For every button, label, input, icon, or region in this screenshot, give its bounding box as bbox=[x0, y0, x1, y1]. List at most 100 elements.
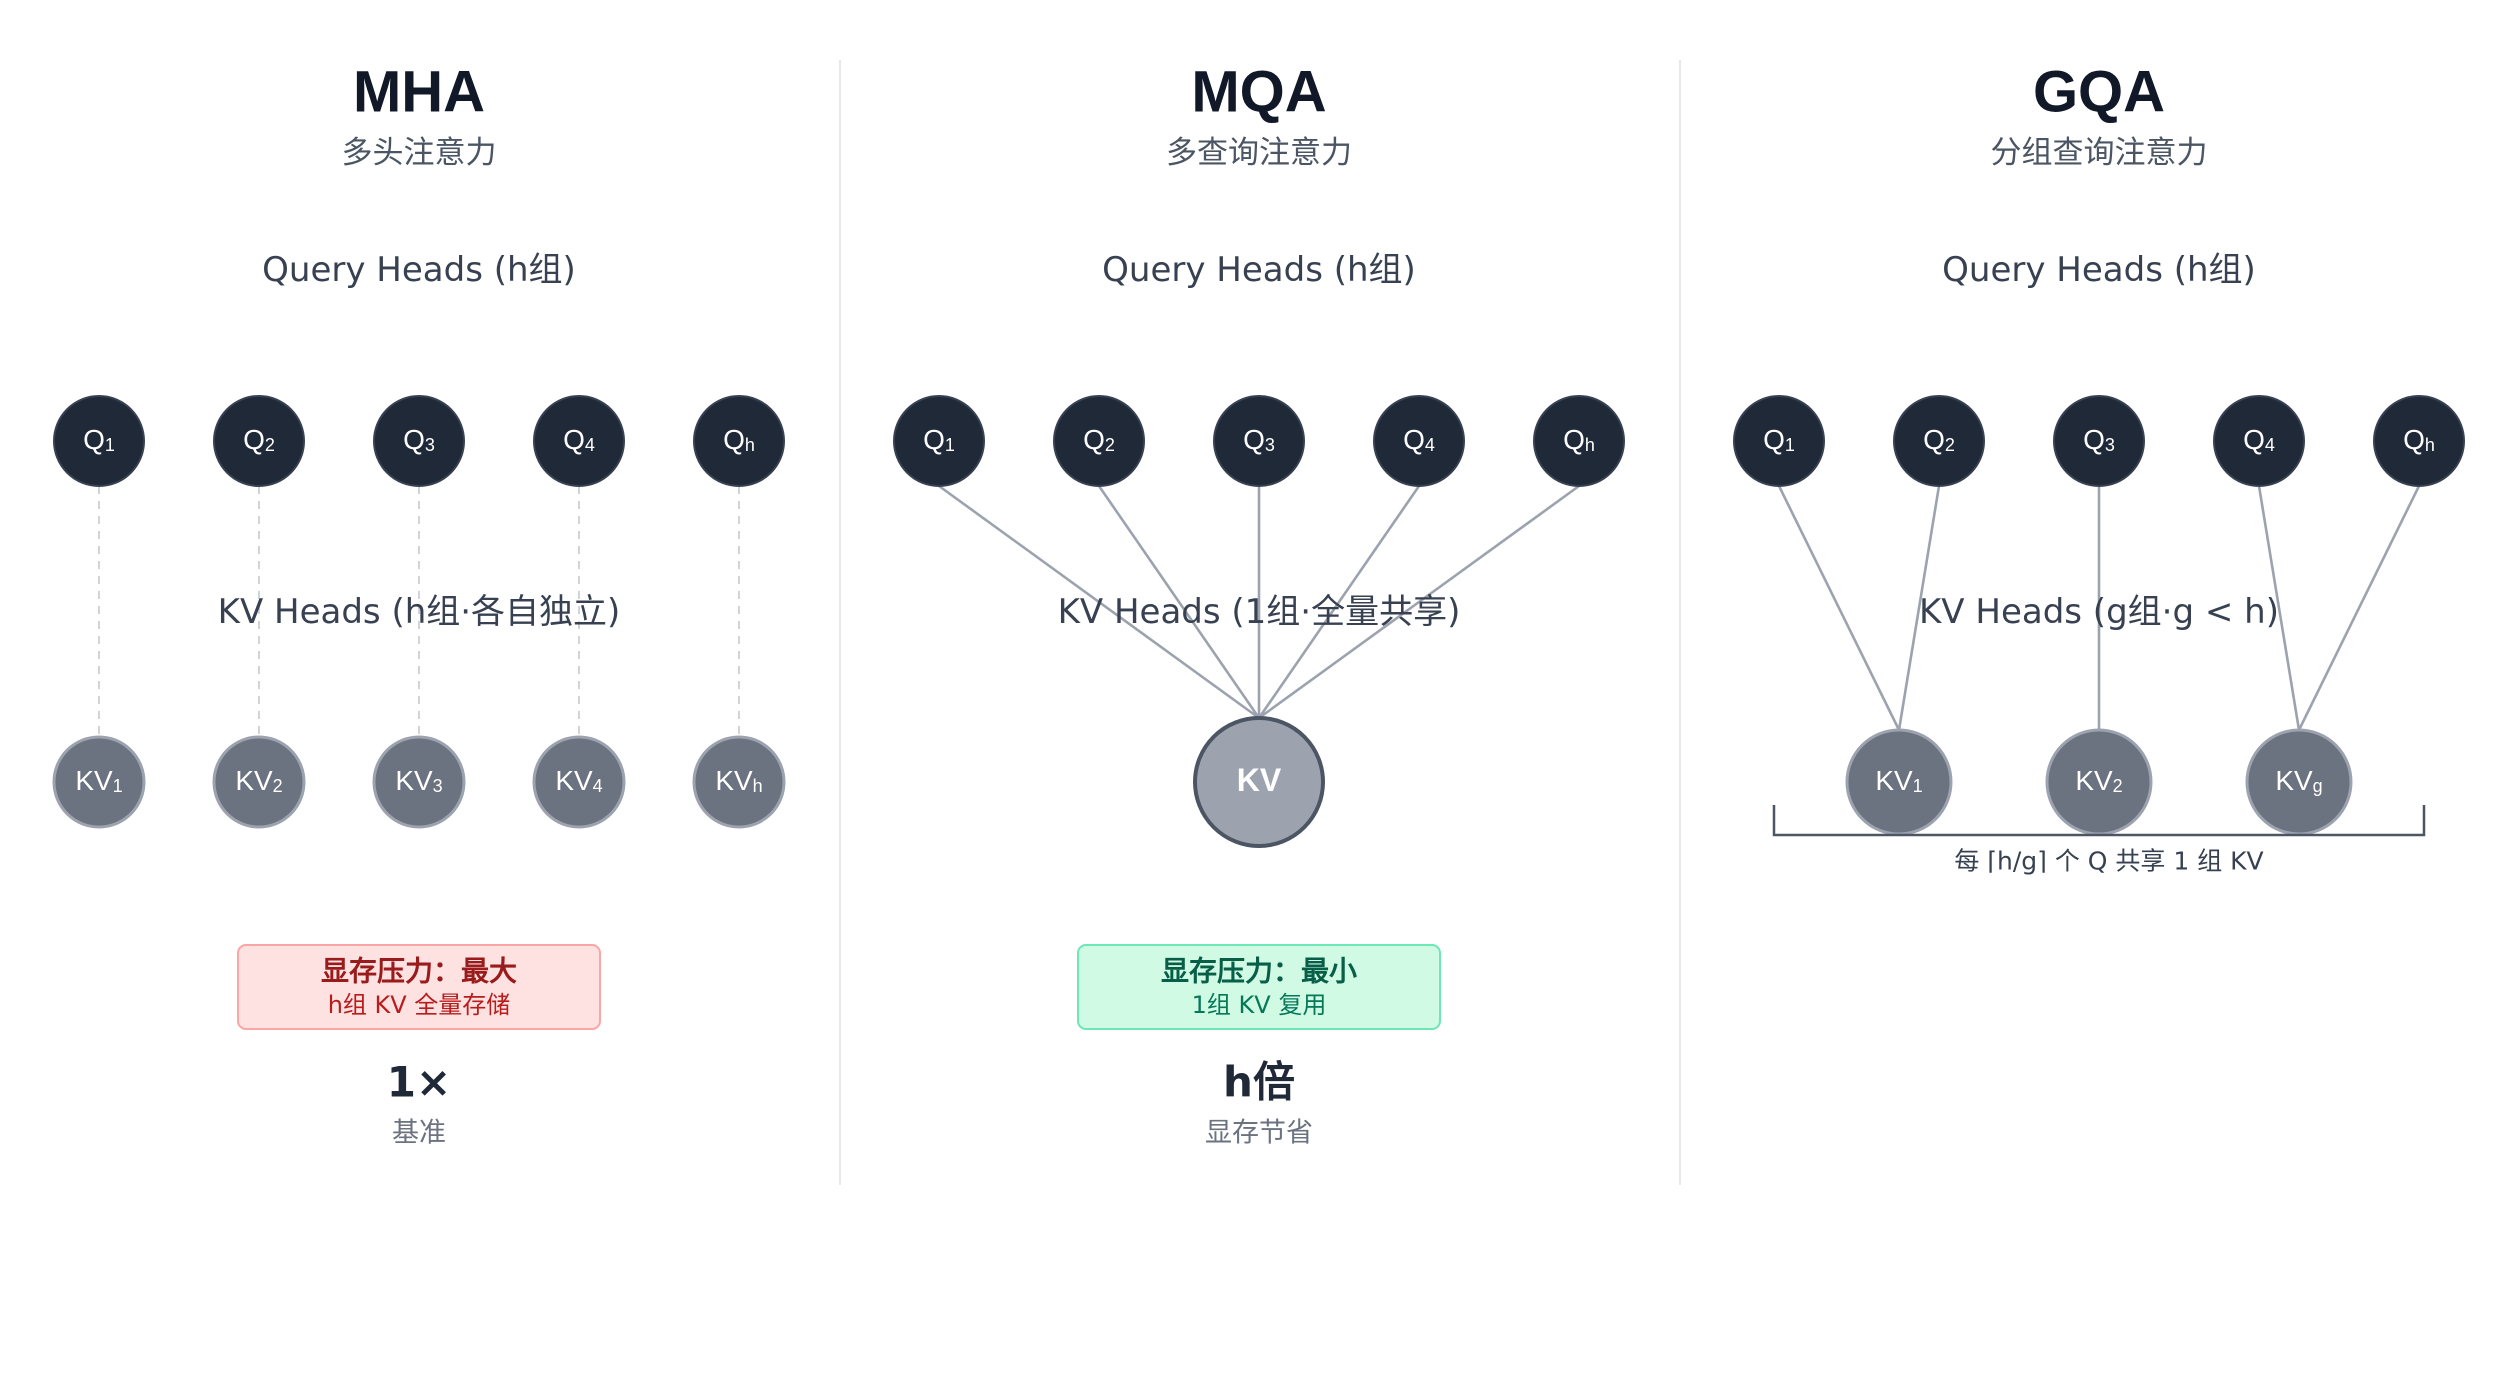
kv-node: KV4 bbox=[532, 735, 626, 829]
query-node: Q1 bbox=[1733, 395, 1825, 487]
kv-node-label: KV2 bbox=[235, 765, 282, 797]
query-node-label-subscript: 2 bbox=[1945, 435, 1955, 455]
kv-node-circle bbox=[1193, 716, 1325, 848]
query-node-label: Q3 bbox=[1243, 424, 1275, 456]
query-node-label-base: Q bbox=[723, 424, 745, 455]
kv-node-label-base: KV bbox=[555, 765, 593, 796]
edges bbox=[938, 484, 1580, 720]
query-node: Qh bbox=[1533, 395, 1625, 487]
query-node-label: Q4 bbox=[2243, 424, 2275, 456]
group-bracket bbox=[1772, 805, 2426, 837]
query-node-label-subscript: h bbox=[1585, 435, 1595, 455]
kv-node-label: KVh bbox=[715, 765, 762, 797]
kv-node-label-subscript: h bbox=[753, 776, 763, 796]
kv-node-label-base: KV bbox=[715, 765, 753, 796]
query-node-label-base: Q bbox=[1083, 424, 1105, 455]
query-node-circle bbox=[693, 395, 785, 487]
query-node: Q4 bbox=[2213, 395, 2305, 487]
kv-node-label: KVg bbox=[2275, 765, 2322, 797]
kv-heads-label: KV Heads (1组·全量共享) bbox=[1058, 592, 1461, 632]
query-node: Q3 bbox=[1213, 395, 1305, 487]
query-node-label: Q1 bbox=[923, 424, 955, 456]
query-node-label-subscript: 3 bbox=[2105, 435, 2115, 455]
query-node-circle bbox=[53, 395, 145, 487]
query-node-label-subscript: 3 bbox=[1265, 435, 1275, 455]
kv-node-label-subscript: g bbox=[2313, 776, 2323, 796]
kv-node-label-base: KV bbox=[1875, 765, 1913, 796]
query-node-label: Q4 bbox=[1403, 424, 1435, 456]
panel-title: GQA bbox=[2033, 60, 2165, 125]
kv-node: KV2 bbox=[2045, 728, 2153, 836]
query-heads-label: Query Heads (h组) bbox=[1102, 250, 1416, 290]
query-node-circle bbox=[1213, 395, 1305, 487]
query-node: Q1 bbox=[893, 395, 985, 487]
kv-node: KVg bbox=[2245, 728, 2353, 836]
query-node-label: Q2 bbox=[243, 424, 275, 456]
query-node-circle bbox=[2373, 395, 2465, 487]
query-node-circle bbox=[1533, 395, 1625, 487]
edge-q4-kv1 bbox=[1257, 485, 1421, 719]
query-node-circle bbox=[2213, 395, 2305, 487]
query-node-circle bbox=[213, 395, 305, 487]
badge-title: 显存压力：最大 bbox=[321, 955, 517, 988]
query-heads-label: Query Heads (h组) bbox=[1942, 250, 2256, 290]
query-node-label-subscript: 4 bbox=[1425, 435, 1435, 455]
kv-node-label: KV1 bbox=[75, 765, 122, 797]
kv-node-label-base: KV bbox=[235, 765, 273, 796]
query-node-label-subscript: 1 bbox=[1785, 435, 1795, 455]
query-node-label-base: Q bbox=[923, 424, 945, 455]
edge-q2-kv1 bbox=[1897, 485, 1941, 731]
query-node-label: Q1 bbox=[1763, 424, 1795, 456]
query-node: Qh bbox=[2373, 395, 2465, 487]
kv-node-label-base: KV bbox=[2275, 765, 2313, 796]
panel-subtitle: 多查询注意力 bbox=[1166, 135, 1352, 171]
panel-mqa: MQA 多查询注意力 Query Heads (h组) KV Heads (1组·全量… bbox=[893, 60, 1625, 1149]
kv-node-label: KV1 bbox=[1875, 765, 1922, 797]
panel-subtitle: 分组查询注意力 bbox=[1991, 135, 2208, 171]
query-node: Q4 bbox=[1373, 395, 1465, 487]
panel-subtitle: 多头注意力 bbox=[342, 135, 497, 171]
query-node-label-subscript: 4 bbox=[585, 435, 595, 455]
query-node-label-subscript: h bbox=[2425, 435, 2435, 455]
kv-node: KV1 bbox=[1845, 728, 1953, 836]
badge-subtitle: 1组 KV 复用 bbox=[1192, 991, 1327, 1019]
query-node-circle bbox=[1053, 395, 1145, 487]
query-node-circle bbox=[533, 395, 625, 487]
memory-ratio-caption: 显存节省 bbox=[1205, 1118, 1313, 1149]
query-node-circle bbox=[2053, 395, 2145, 487]
kv-node-label-base: KV bbox=[1237, 762, 1282, 798]
kv-node-label-subscript: 2 bbox=[273, 776, 283, 796]
edge-q2-kv1 bbox=[1097, 485, 1261, 719]
query-node-label-subscript: 2 bbox=[1105, 435, 1115, 455]
query-node-label-base: Q bbox=[1243, 424, 1265, 455]
kv-node-label-base: KV bbox=[395, 765, 433, 796]
query-node-circle bbox=[1373, 395, 1465, 487]
kv-heads-label: KV Heads (g组·g < h) bbox=[1919, 592, 2279, 632]
query-node-label-subscript: h bbox=[745, 435, 755, 455]
query-node: Q3 bbox=[373, 395, 465, 487]
query-node-label-base: Q bbox=[243, 424, 265, 455]
memory-ratio: h倍 bbox=[1223, 1058, 1295, 1107]
kv-node-label: KV3 bbox=[395, 765, 442, 797]
kv-heads-label: KV Heads (h组·各自独立) bbox=[218, 592, 621, 632]
kv-node: KV3 bbox=[372, 735, 466, 829]
query-node: Q3 bbox=[2053, 395, 2145, 487]
edges bbox=[98, 486, 740, 737]
kv-node: KV1 bbox=[52, 735, 146, 829]
kv-node-label-subscript: 4 bbox=[593, 776, 603, 796]
kv-node: KVh bbox=[692, 735, 786, 829]
edge-q1-kv1 bbox=[1777, 485, 1901, 731]
panel-title: MQA bbox=[1191, 60, 1326, 125]
query-node-label-subscript: 2 bbox=[265, 435, 275, 455]
kv-node-label: KV4 bbox=[555, 765, 602, 797]
query-node-label-base: Q bbox=[2243, 424, 2265, 455]
kv-node-label: KV bbox=[1237, 762, 1282, 798]
query-node-label: Q3 bbox=[403, 424, 435, 456]
edge-q1-kv1 bbox=[938, 484, 1260, 720]
kv-node-circle bbox=[372, 735, 466, 829]
